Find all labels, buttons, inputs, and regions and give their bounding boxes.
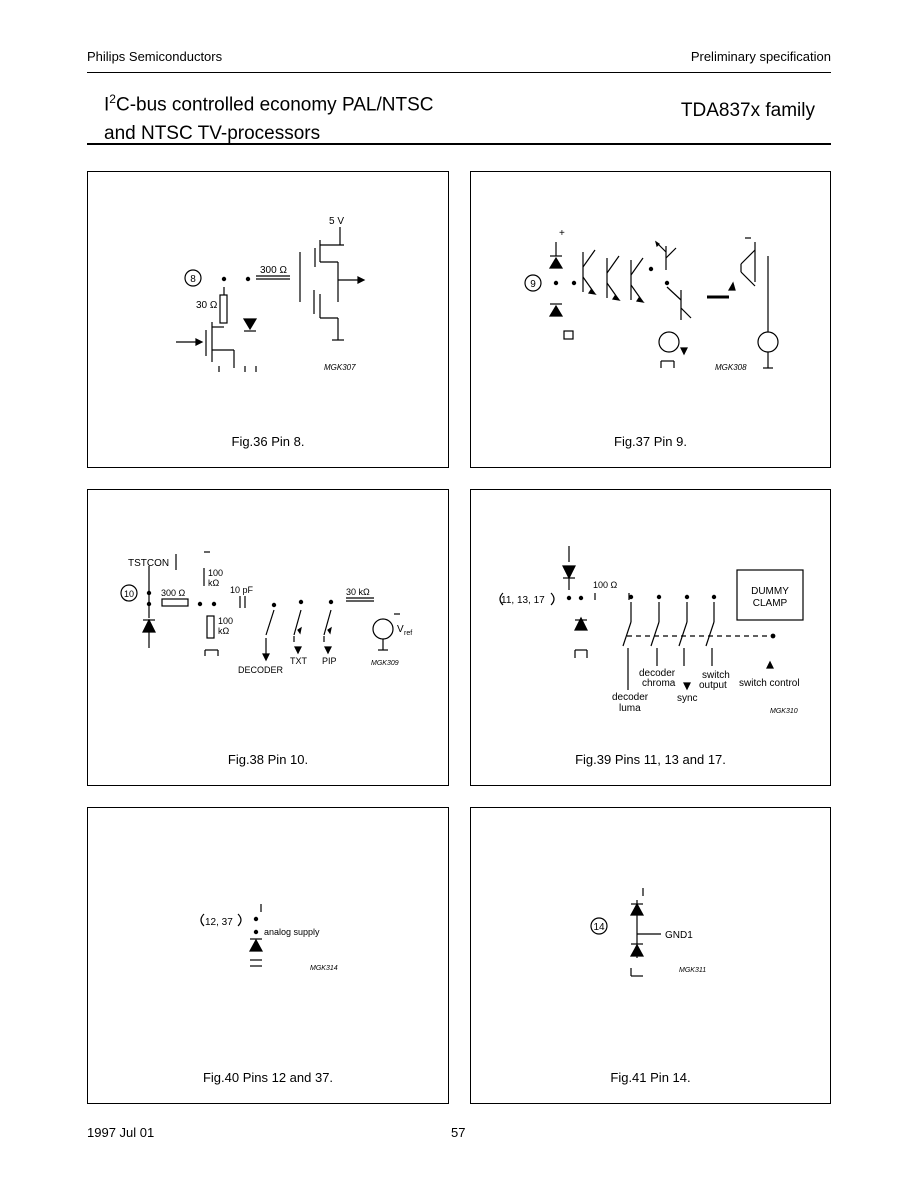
- fig38-c10: 10 pF: [230, 585, 254, 595]
- fig39-dec-chroma-1: decoder: [639, 668, 676, 679]
- fig40-pin-label: 12, 37: [205, 917, 233, 928]
- fig38-r300: 300 Ω: [161, 588, 186, 598]
- header-rule-bottom: [87, 143, 831, 145]
- fig36-resistor-30: 30 Ω: [196, 300, 218, 311]
- fig36-resistor-300: 300 Ω: [260, 265, 287, 276]
- fig38-caption: Fig.38 Pin 10.: [227, 752, 309, 767]
- fig37-plus: +: [559, 228, 565, 239]
- title-line1: C-bus controlled economy PAL/NTSC: [115, 94, 434, 116]
- fig39-dec-luma-2: luma: [619, 703, 641, 714]
- fig40-caption: Fig.40 Pins 12 and 37.: [202, 1070, 334, 1085]
- fig38-code: MGK309: [371, 660, 399, 667]
- title-line2: and NTSC TV-processors: [104, 123, 321, 145]
- fig40-supply: analog supply: [264, 927, 320, 937]
- footer-date: 1997 Jul 01: [87, 1125, 155, 1140]
- fig39-sync: sync: [677, 693, 698, 704]
- fig39-dummy-line2: CLAMP: [753, 598, 788, 609]
- fig36-schematic: 8 300 Ω 5 V 30 Ω MGK307: [176, 216, 366, 372]
- fig38-r100b-unit: kΩ: [218, 626, 230, 636]
- figure-39: 11, 13, 17 100 Ω DUMMY CLAMP decod: [470, 489, 831, 786]
- title-prefix: I: [104, 94, 110, 116]
- fig39-code: MGK310: [770, 708, 798, 715]
- fig39-switch-control: switch control: [739, 678, 800, 689]
- fig41-caption: Fig.41 Pin 14.: [610, 1070, 691, 1085]
- fig39-r100: 100 Ω: [593, 580, 618, 590]
- fig39-caption: Fig.39 Pins 11, 13 and 17.: [575, 752, 726, 767]
- fig41-code: MGK311: [679, 967, 706, 974]
- fig37-pin-label: 9: [530, 279, 536, 290]
- figure-38: TSTCON 10 300 Ω 100 kΩ 10 pF 100 kΩ: [87, 489, 449, 786]
- fig40-schematic: 12, 37 analog supply MGK314: [200, 904, 338, 972]
- figure-37: + 9: [470, 171, 831, 468]
- document-type: Preliminary specification: [690, 49, 831, 64]
- fig40-code: MGK314: [310, 965, 338, 972]
- fig37-caption: Fig.37 Pin 9.: [614, 434, 687, 449]
- fig38-txt: TXT: [290, 656, 308, 666]
- fig38-r30k: 30 kΩ: [346, 587, 370, 597]
- fig38-vref-sub: ref: [404, 630, 412, 637]
- fig39-switch-out-1: switch: [702, 670, 730, 681]
- fig41-gnd: GND1: [665, 930, 693, 941]
- fig39-schematic: 11, 13, 17 100 Ω DUMMY CLAMP decod: [499, 546, 804, 715]
- fig38-schematic: TSTCON 10 300 Ω 100 kΩ 10 pF 100 kΩ: [120, 551, 412, 675]
- fig38-pip: PIP: [322, 656, 337, 666]
- fig37-code: MGK308: [715, 363, 747, 372]
- fig36-pin-label: 8: [190, 274, 196, 285]
- fig38-r100b: 100: [218, 616, 233, 626]
- fig38-r100a-unit: kΩ: [208, 578, 220, 588]
- fig36-caption: Fig.36 Pin 8.: [231, 434, 305, 449]
- fig39-pin-label: 11, 13, 17: [501, 595, 545, 606]
- fig38-pin-label: 10: [124, 589, 134, 599]
- title-superscript: 2: [109, 92, 116, 106]
- fig39-dec-luma-1: decoder: [612, 692, 649, 703]
- document-title: I2C-bus controlled economy PAL/NTSC and …: [104, 85, 433, 148]
- fig36-supply-label: 5 V: [329, 216, 344, 227]
- company-name: Philips Semiconductors: [87, 49, 223, 64]
- figure-40: 12, 37 analog supply MGK314 Fig.40 Pins …: [87, 807, 449, 1104]
- fig38-tstcon: TSTCON: [128, 558, 169, 569]
- fig37-schematic: + 9: [524, 228, 779, 372]
- fig36-code: MGK307: [324, 363, 356, 372]
- fig38-vref: V: [397, 624, 404, 635]
- fig38-decoder: DECODER: [238, 665, 284, 675]
- fig39-dummy-line1: DUMMY: [751, 586, 789, 597]
- fig39-switch-out-2: output: [699, 680, 727, 691]
- figure-36: 8 300 Ω 5 V 30 Ω MGK307: [87, 171, 449, 468]
- figure-41: 14 GND1 MGK311 Fig.41 Pin 14.: [470, 807, 831, 1104]
- fig41-pin-label: 14: [593, 922, 605, 933]
- header-rule-top: [87, 72, 831, 73]
- fig41-schematic: 14 GND1 MGK311: [590, 888, 706, 977]
- fig39-dec-chroma-2: chroma: [642, 678, 676, 689]
- fig38-r100a: 100: [208, 568, 223, 578]
- product-name: TDA837x family: [680, 100, 815, 121]
- page-number: 57: [451, 1125, 466, 1140]
